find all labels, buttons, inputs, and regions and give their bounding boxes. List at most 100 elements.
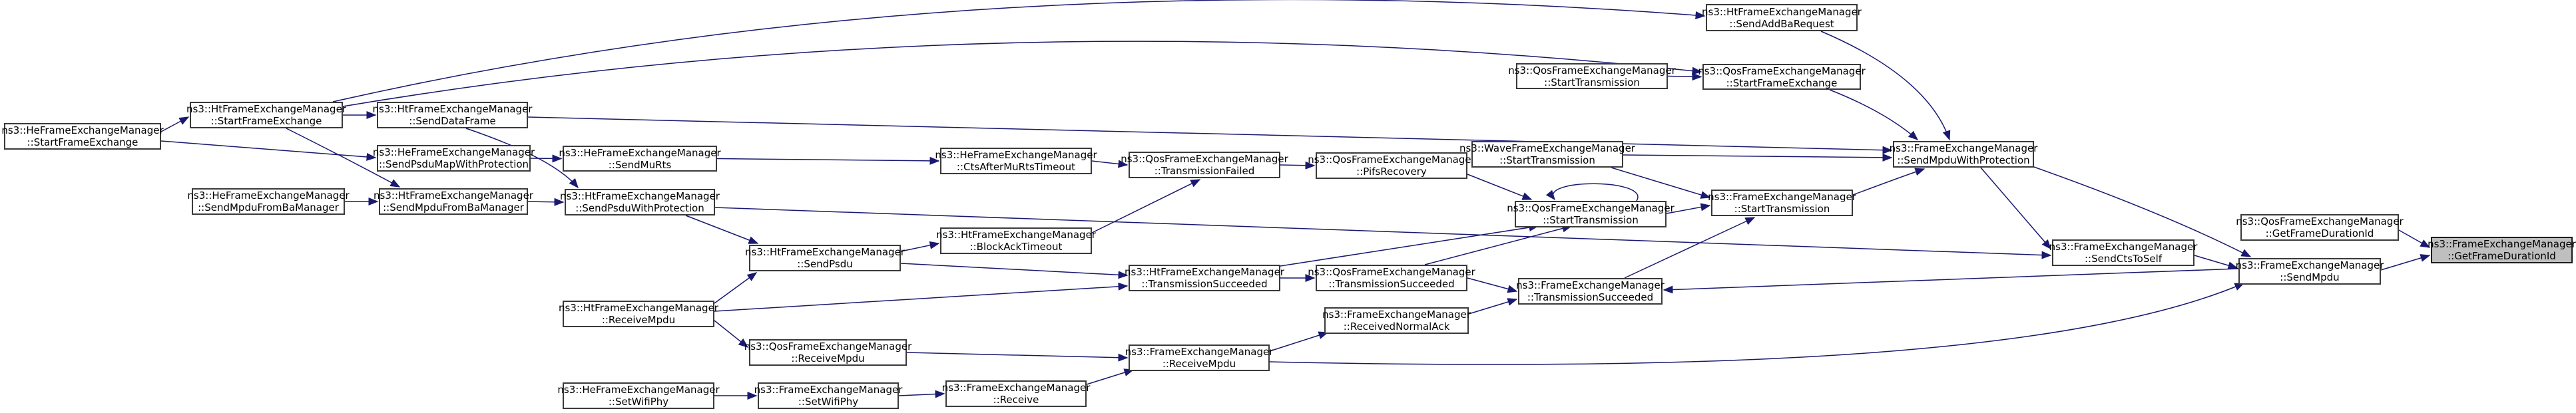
call-edge: [906, 352, 1129, 362]
node-label-class: ns3::HtFrameExchangeManager: [1702, 5, 1862, 18]
call-edge: [1852, 168, 1926, 196]
graph-node[interactable]: ns3::HtFrameExchangeManager::SendPsduWit…: [560, 189, 720, 215]
graph-node[interactable]: ns3::HtFrameExchangeManager::ReceiveMpdu: [559, 301, 718, 327]
call-edge: [160, 116, 190, 132]
call-edge: [527, 116, 1893, 154]
graph-node[interactable]: ns3::HtFrameExchangeManager::Transmissio…: [1125, 265, 1284, 291]
node-label-method: ::SetWifiPhy: [798, 396, 859, 408]
call-edge: [1424, 224, 1573, 265]
node-label-class: ns3::QosFrameExchangeManager: [2236, 215, 2404, 227]
node-label-class: ns3::HeFrameExchangeManager: [372, 146, 535, 158]
graph-node[interactable]: ns3::FrameExchangeManager::TransmissionS…: [1516, 278, 1665, 305]
call-edge: [1667, 72, 1702, 81]
call-edge: [898, 390, 945, 398]
graph-node[interactable]: ns3::FrameExchangeManager::ReceiveMpdu: [1125, 344, 1273, 371]
graph-node[interactable]: ns3::FrameExchangeManager::Receive: [942, 380, 1090, 407]
node-label-method: ::TransmissionSucceeded: [1527, 291, 1654, 303]
node-label-class: ns3::QosFrameExchangeManager: [1507, 202, 1674, 214]
node-label-class: ns3::HeFrameExchangeManager: [1, 124, 164, 136]
call-edge: [1611, 167, 1711, 199]
node-label-method: ::PifsRecovery: [1356, 166, 1427, 178]
call-edge: [1280, 223, 1539, 267]
graph-node[interactable]: ns3::HtFrameExchangeManager::SendAddBaRe…: [1702, 4, 1862, 31]
call-edge: [1666, 203, 1711, 214]
graph-node[interactable]: ns3::QosFrameExchangeManager::Transmissi…: [1121, 152, 1288, 178]
node-label-method: ::StartFrameExchange: [27, 136, 138, 148]
graph-node[interactable]: ns3::HtFrameExchangeManager::SendMpduFro…: [374, 188, 533, 215]
graph-node[interactable]: ns3::FrameExchangeManager::SendMpduWithP…: [1890, 141, 2037, 168]
call-edge: [1545, 183, 1639, 202]
node-label-class: ns3::HtFrameExchangeManager: [372, 103, 533, 115]
node-label-method: ::TransmissionSucceeded: [1328, 278, 1455, 290]
graph-node[interactable]: ns3::HeFrameExchangeManager::SetWifiPhy: [557, 382, 720, 409]
node-label-class: ns3::HtFrameExchangeManager: [745, 246, 905, 258]
call-edge: [714, 272, 758, 304]
graph-node[interactable]: ns3::WaveFrameExchangeManager::StartTran…: [1459, 141, 1635, 168]
graph-node[interactable]: ns3::QosFrameExchangeManager::Transmissi…: [1308, 265, 1475, 291]
graph-node[interactable]: ns3::HtFrameExchangeManager::StartFrameE…: [186, 102, 346, 128]
node-label-method: ::StartFrameExchange: [210, 115, 322, 127]
graph-node[interactable]: ns3::HeFrameExchangeManager::SendMpduFro…: [187, 188, 350, 215]
graph-node[interactable]: ns3::HtFrameExchangeManager::SendPsdu: [745, 245, 905, 271]
graph-node[interactable]: ns3::FrameExchangeManager::ReceivedNorma…: [1322, 307, 1471, 334]
node-label-method: ::StartTransmission: [1734, 203, 1830, 215]
graph-node[interactable]: ns3::HeFrameExchangeManager::StartFrameE…: [1, 123, 164, 150]
call-edge: [1468, 298, 1518, 315]
node-label-method: ::ReceiveMpdu: [1162, 358, 1236, 370]
node-label-class: ns3::HtFrameExchangeManager: [374, 190, 533, 202]
call-edge: [1467, 174, 1533, 200]
graph-node[interactable]: ns3::QosFrameExchangeManager::ReceiveMpd…: [744, 339, 911, 366]
graph-node[interactable]: ns3::FrameExchangeManager::SetWifiPhy: [754, 382, 902, 409]
call-edge: [716, 156, 940, 165]
call-edge: [465, 128, 579, 189]
node-label-class: ns3::HeFrameExchangeManager: [559, 146, 721, 159]
call-edge: [530, 154, 563, 163]
graph-node-current: ns3::FrameExchangeManager::GetFrameDurat…: [2428, 237, 2576, 263]
node-label-class: ns3::FrameExchangeManager: [2428, 238, 2576, 250]
call-edge: [1280, 161, 1316, 170]
call-edge: [1467, 277, 1518, 293]
graph-node[interactable]: ns3::HeFrameExchangeManager::SendPsduMap…: [373, 145, 535, 172]
node-label-class: ns3::HtFrameExchangeManager: [559, 302, 718, 314]
graph-node[interactable]: ns3::HtFrameExchangeManager::SendDataFra…: [373, 102, 532, 128]
node-label-class: ns3::FrameExchangeManager: [2235, 259, 2384, 271]
node-label-class: ns3::QosFrameExchangeManager: [1308, 266, 1475, 278]
node-label-method: ::CtsAfterMuRtsTimeout: [956, 161, 1076, 173]
graph-node[interactable]: ns3::HeFrameExchangeManager::CtsAfterMuR…: [935, 148, 1097, 174]
graph-node[interactable]: ns3::QosFrameExchangeManager::StartTrans…: [1508, 63, 1676, 89]
node-label-class: ns3::WaveFrameExchangeManager: [1459, 142, 1635, 154]
graph-node[interactable]: ns3::QosFrameExchangeManager::StartFrame…: [1698, 64, 1866, 90]
graph-node[interactable]: ns3::FrameExchangeManager::SendMpdu: [2235, 258, 2384, 285]
graph-node[interactable]: ns3::QosFrameExchangeManager::StartTrans…: [1507, 201, 1674, 227]
graph-node[interactable]: ns3::HtFrameExchangeManager::BlockAckTim…: [936, 227, 1096, 254]
call-edge: [2194, 255, 2238, 269]
graph-node[interactable]: ns3::FrameExchangeManager::StartTransmis…: [1708, 190, 1856, 216]
call-edge: [2031, 166, 2252, 257]
node-label-class: ns3::HeFrameExchangeManager: [557, 384, 720, 396]
node-label-method: ::SendMpduFromBaManager: [383, 202, 524, 213]
call-edge: [1086, 368, 1135, 385]
node-label-method: ::SendMpduWithProtection: [1897, 154, 2030, 166]
node-label-method: ::SendAddBaRequest: [1729, 17, 1834, 30]
graph-node[interactable]: ns3::QosFrameExchangeManager::PifsRecove…: [1308, 152, 1475, 179]
node-label-class: ns3::QosFrameExchangeManager: [744, 341, 912, 352]
node-label-method: ::SendMpdu: [2280, 271, 2340, 283]
call-edge: [1624, 217, 1756, 279]
graph-node[interactable]: ns3::FrameExchangeManager::SendCtsToSelf: [2049, 239, 2197, 266]
node-label-class: ns3::FrameExchangeManager: [2049, 241, 2198, 253]
node-label-class: ns3::FrameExchangeManager: [1322, 309, 1471, 321]
node-label-class: ns3::FrameExchangeManager: [1516, 279, 1665, 291]
node-label-method: ::StartFrameExchange: [1726, 76, 1838, 89]
graph-node[interactable]: ns3::HeFrameExchangeManager::SendMuRts: [559, 146, 721, 172]
call-edge: [1091, 179, 1201, 233]
call-edge: [1829, 89, 1919, 140]
node-label-method: ::TransmissionFailed: [1154, 165, 1255, 177]
node-label-method: ::GetFrameDurationId: [2265, 227, 2374, 239]
graph-node[interactable]: ns3::QosFrameExchangeManager::GetFrameDu…: [2236, 214, 2404, 241]
call-edge: [900, 241, 940, 252]
node-label-class: ns3::HtFrameExchangeManager: [560, 190, 720, 202]
call-edge: [714, 320, 749, 348]
node-label-method: ::SendPsduMapWithProtection: [378, 158, 529, 170]
